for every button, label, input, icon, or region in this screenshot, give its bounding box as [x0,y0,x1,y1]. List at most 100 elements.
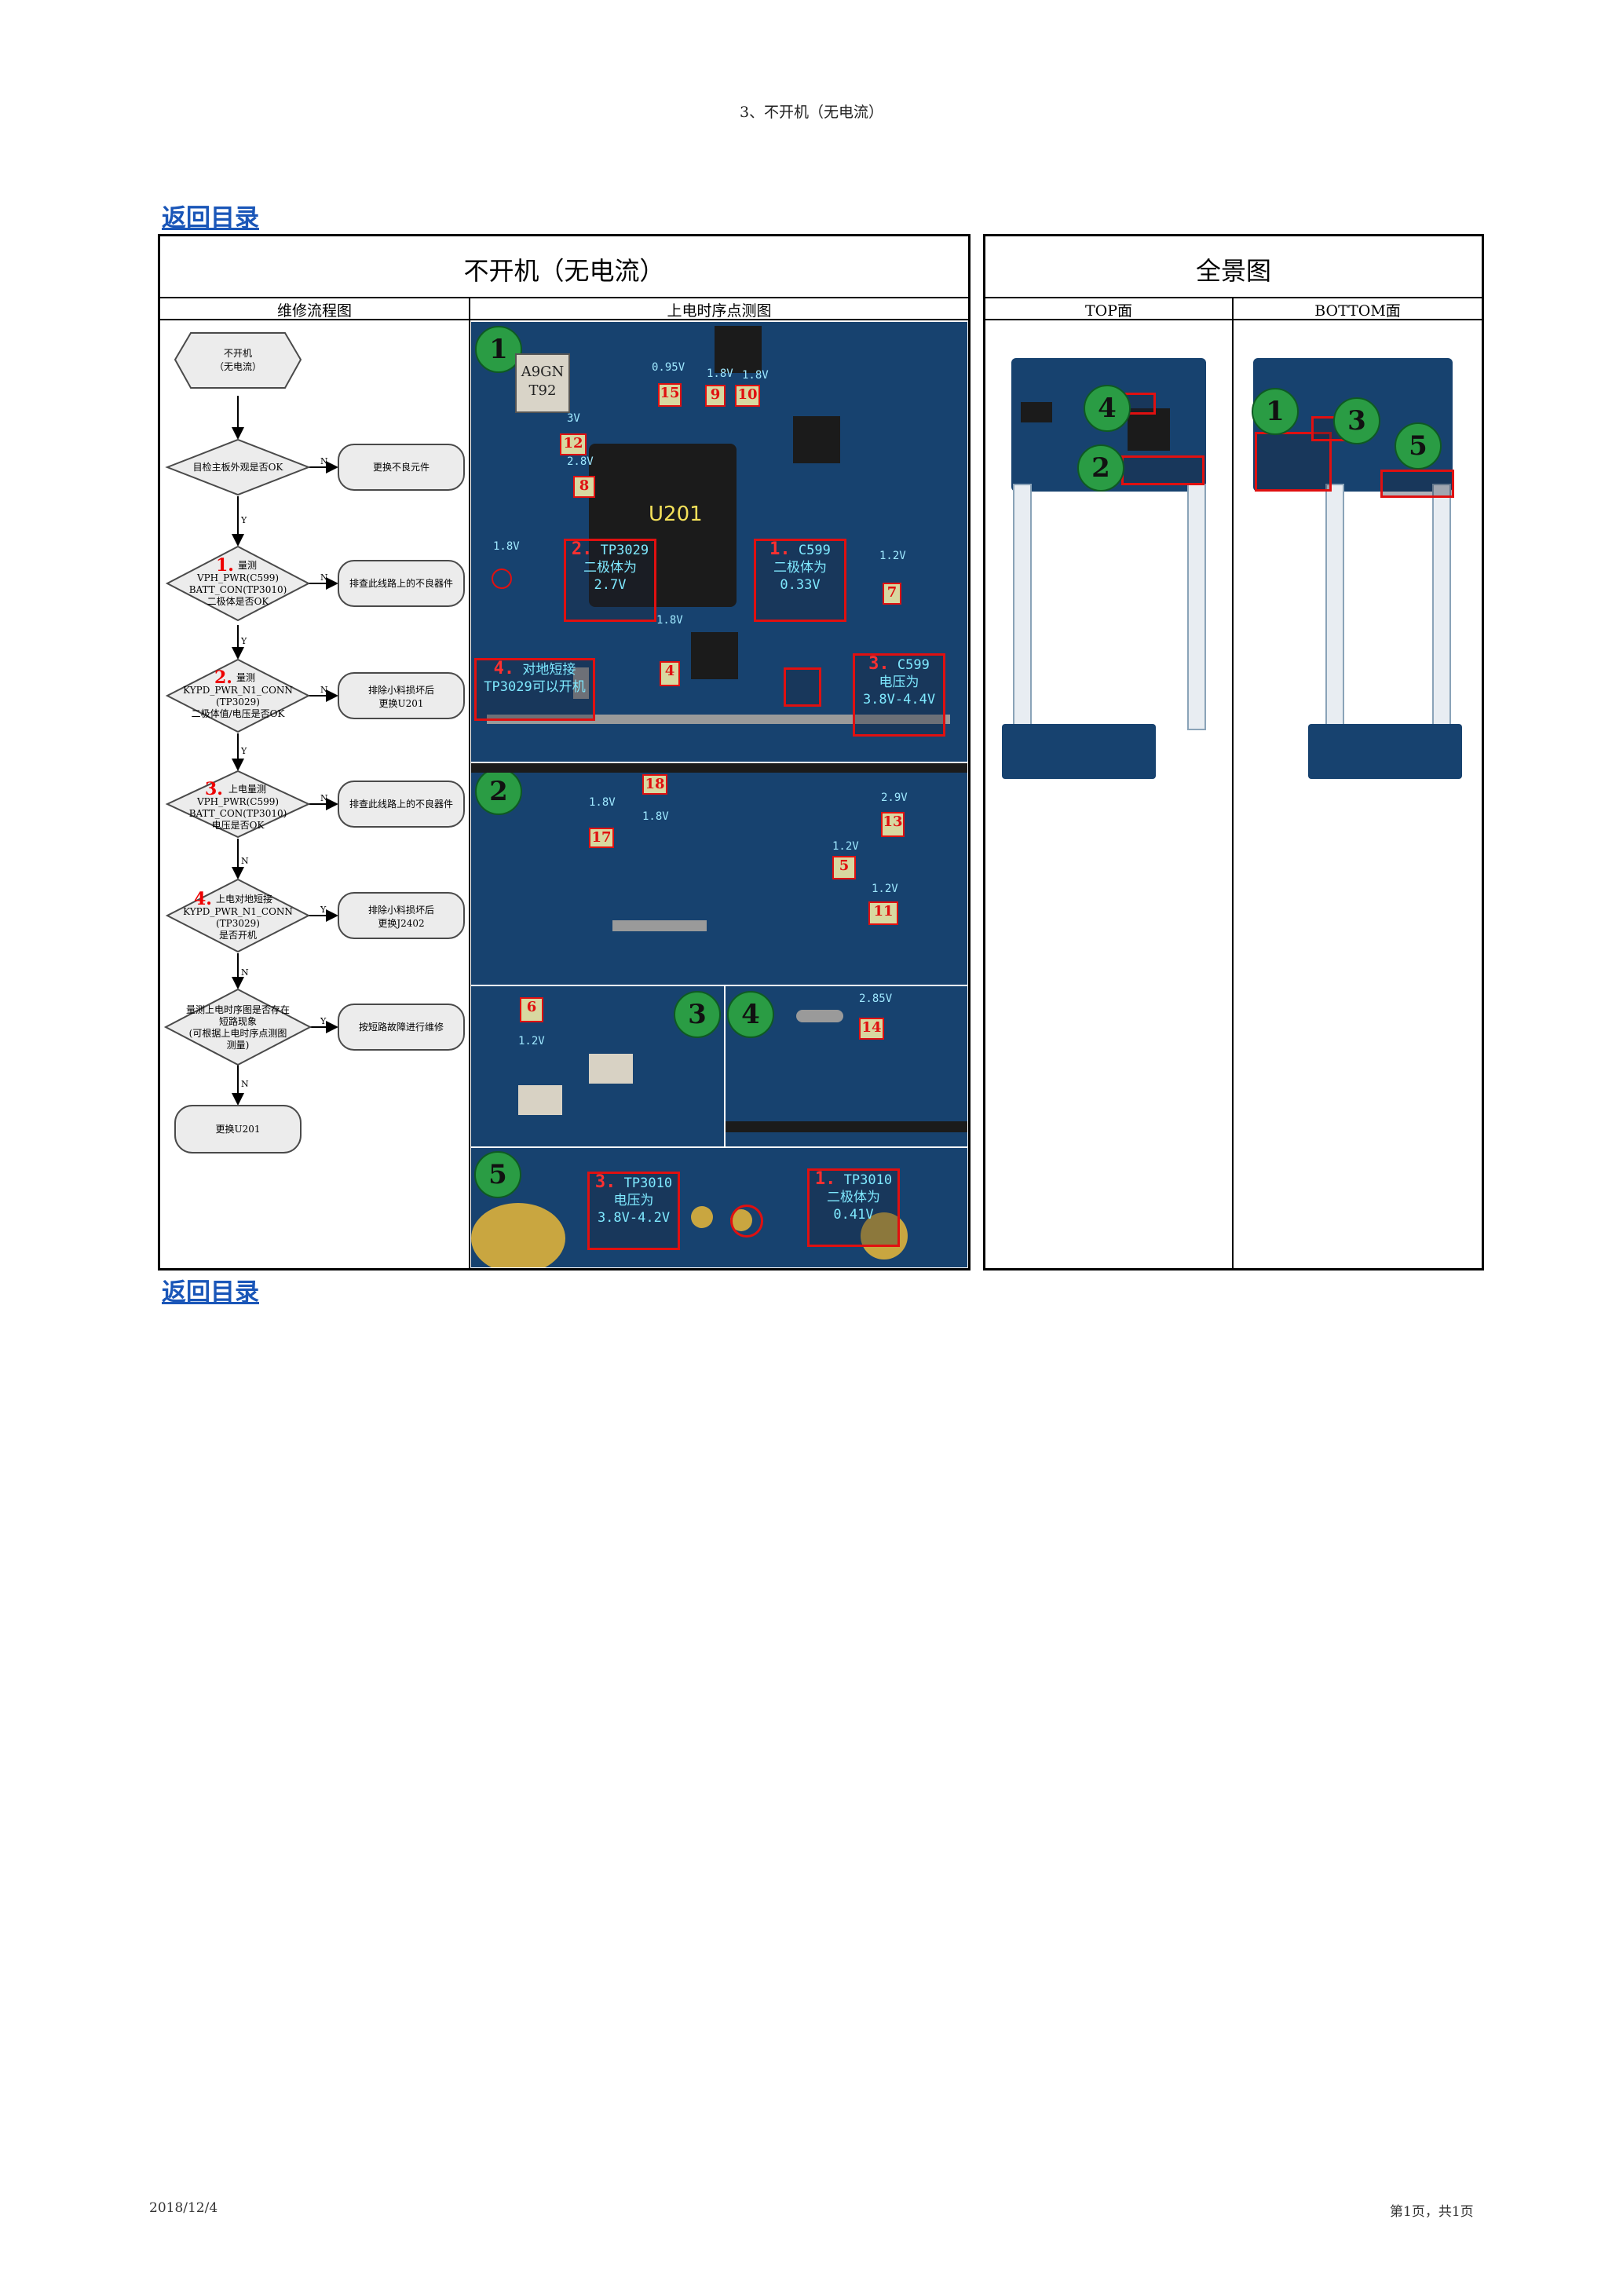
flow-decision-6-text: 量测上电时序图是否存在 [186,1004,290,1015]
flow-action-4 [338,781,465,828]
flow-action-5-text: 排除小料损坏后 [368,904,434,916]
divider [1232,297,1234,1270]
panel-marker-4: 4 [727,991,774,1038]
voltage-label: 3V [567,412,580,425]
flow-start-text: （无电流） [214,361,261,372]
voltage-label: 1.2V [879,550,906,562]
pad [471,1203,565,1267]
test-point: 7 [883,583,901,605]
board-edge [471,763,967,773]
back-to-index-link-bottom[interactable]: 返回目录 [162,1278,259,1307]
c599-highlight [784,667,821,707]
test-point: 4 [660,661,680,686]
board-edge [726,1121,967,1132]
flow-decision-2-text: BATT_CON(TP3010) [189,584,287,595]
flow-decision-1-text: 目检主板外观是否OK [193,461,284,473]
pad [612,920,707,931]
info-line: C599 [798,543,831,558]
col-header-flowchart: 维修流程图 [276,302,352,320]
probe-circle [730,1205,763,1238]
flow-decision-2-num: 1. [216,555,234,576]
flow-action-2-text: 排查此线路上的不良器件 [349,577,453,589]
voltage-label: 1.8V [589,796,616,809]
flow-start-text: 不开机 [224,348,252,359]
flow-decision-3-text: KYPD_PWR_N1_CONN [183,685,293,696]
test-point: 18 [642,774,667,795]
flow-decision-2-text: 量测 [238,560,257,571]
flow-decision-3-text: 二极体值/电压是否OK [192,707,286,719]
u201-chip [589,444,737,607]
info-line: 电压为 [879,675,919,690]
label-yes: Y [320,1016,327,1026]
label-no: N [241,967,249,978]
flow-action-1-text: 更换不良元件 [373,461,430,473]
info-line: 对地短接 [522,662,576,678]
flow-action-4-text: 排查此线路上的不良器件 [349,798,453,810]
test-point: 15 [658,383,682,407]
flow-decision-4 [165,770,311,839]
info-line: 二极体为 [773,560,827,576]
info-line: 3.8V-4.2V [597,1210,671,1226]
component [1021,402,1052,422]
footer-page: 第1页，共1页 [1390,2204,1474,2220]
test-point: 11 [868,901,898,925]
label-no: N [320,456,328,466]
voltage-label: 1.2V [832,840,859,853]
board-bottom-flex [1432,484,1451,730]
info-line: TP3010 [843,1172,893,1188]
step-number: 3. [868,654,890,674]
label-no: N [241,856,249,866]
back-to-index-link-top[interactable]: 返回目录 [162,204,259,232]
flow-decision-2-text: VPH_PWR(C599) [196,572,279,583]
voltage-label: 1.2V [872,883,898,895]
test-point: 13 [881,812,905,837]
flow-decision-5-num: 4. [194,889,212,909]
left-table-title: 不开机（无电流） [463,256,665,286]
flow-action-5-text: 更换J2402 [378,918,424,929]
flow-decision-5-text: KYPD_PWR_N1_CONN [183,906,293,917]
page-header: 3、不开机（无电流） [739,104,884,121]
panel-marker-2: 2 [475,768,522,815]
divider [983,319,1484,320]
region-highlight-2 [1121,455,1204,485]
info-line: 2.7V [594,577,627,593]
measure-panel-3: 3 6 1.2V [471,986,724,1146]
probe-circle [492,569,512,589]
region-marker: 2 [1077,444,1124,492]
chip-label: U201 [649,503,703,526]
measure-panel-5: 5 3. TP3010 电压为 3.8V-4.2V 1. TP3010 二极体为… [471,1148,967,1267]
flow-decision-2-text: 二极体是否OK [207,596,270,607]
flow-decision-4-text: 上电量测 [228,784,266,795]
footer-date: 2018/12/4 [149,2200,218,2216]
region-marker: 4 [1084,385,1131,432]
label-yes: Y [240,746,247,756]
test-point: 14 [859,1018,884,1040]
flow-start [174,332,302,389]
component [691,632,738,679]
info-line: TP3029可以开机 [484,679,586,695]
voltage-label: 1.8V [642,810,669,823]
pad [861,1212,908,1260]
divider [469,297,470,1270]
flow-decision-3-text: (TP3029) [216,696,260,707]
board-top-view: 4 2 [1002,353,1212,824]
voltage-label: 1.8V [742,369,769,382]
label-yes: Y [240,515,247,525]
region-marker: 1 [1252,388,1299,435]
flow-decision-3 [165,658,311,733]
board-bottom-view: 1 3 5 [1247,353,1465,824]
step-number: 2. [571,539,593,559]
col-header-measure: 上电时序点测图 [667,302,772,320]
flow-decision-1 [165,438,311,496]
flow-action-3-text: 排除小料损坏后 [368,684,434,696]
flow-decision-5 [165,878,311,953]
flow-decision-6-text: 测量) [227,1040,250,1051]
component [793,416,840,463]
info-box-tp3010-voltage: 3. TP3010 电压为 3.8V-4.2V [587,1172,680,1250]
divider [983,297,1484,298]
panel-marker-1: 1 [475,326,522,373]
flow-decision-6 [163,988,313,1066]
voltage-label: 1.8V [493,540,520,553]
flow-action-1 [338,444,465,491]
info-line: 0.33V [780,577,821,593]
